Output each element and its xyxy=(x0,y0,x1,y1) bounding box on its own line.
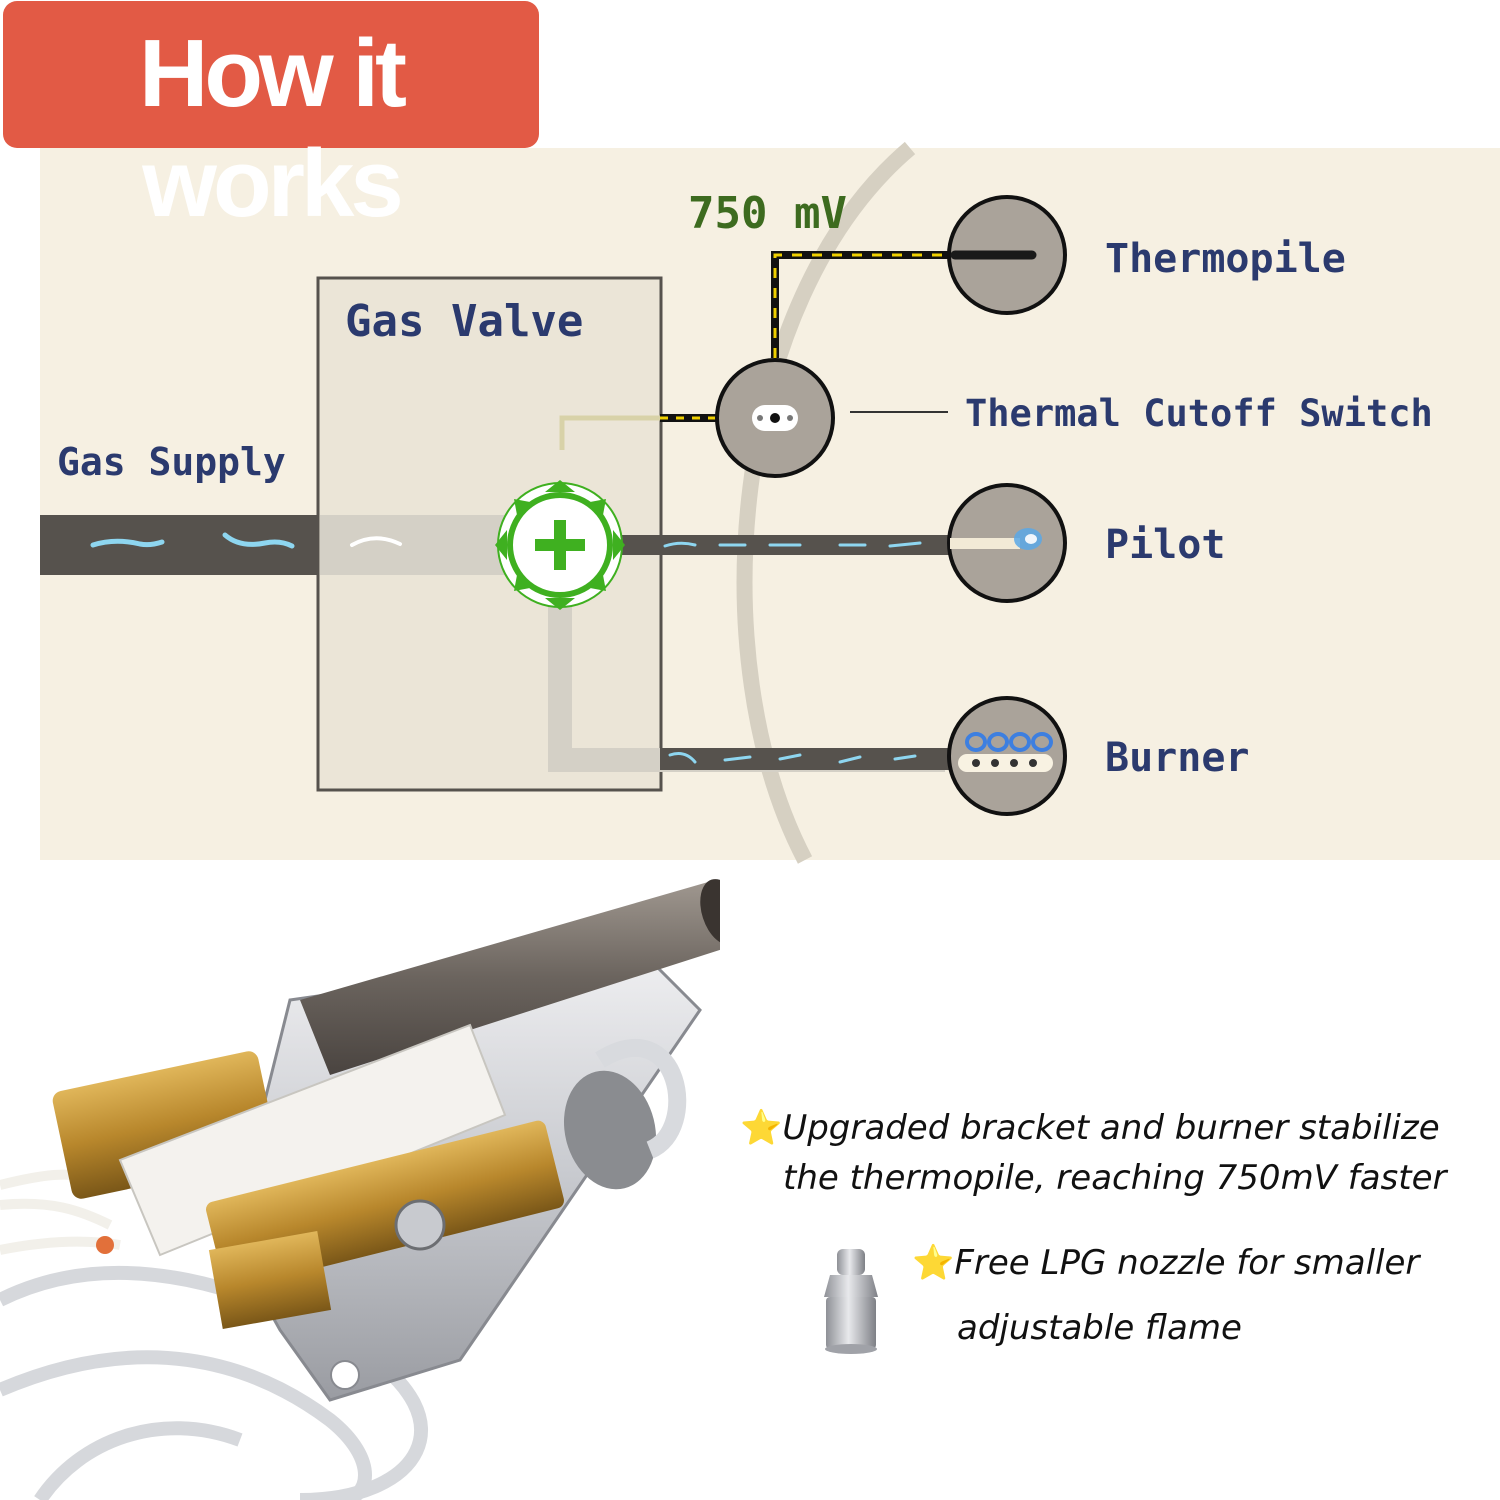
star-icon: ⭐ xyxy=(912,1243,955,1283)
gas-supply-label: Gas Supply xyxy=(57,440,286,484)
gas-flow-burner xyxy=(668,752,917,764)
gas-valve-thermo-channel xyxy=(559,415,660,450)
thermal-cutoff-switch-label: Thermal Cutoff Switch xyxy=(965,392,1433,435)
pilot-label: Pilot xyxy=(1105,522,1226,568)
feature-1: ⭐Upgraded bracket and burner stabilize xyxy=(740,1103,1440,1153)
pilot-hood xyxy=(595,1038,687,1159)
mount-screw xyxy=(394,1199,446,1251)
feature-1-line1: Upgraded bracket and burner stabilize xyxy=(782,1108,1440,1148)
burner-bar xyxy=(958,754,1053,772)
lpg-nozzle-image xyxy=(824,1249,878,1354)
gas-flow-inner xyxy=(350,536,402,547)
header-badge: How it works xyxy=(3,1,539,237)
feature-2-line2: adjustable flame xyxy=(957,1308,1242,1348)
pilot-tube xyxy=(950,538,1020,549)
gas-supply-pipe xyxy=(40,515,320,575)
star-icon: ⭐ xyxy=(740,1108,783,1148)
thermopile-rod xyxy=(300,880,720,1075)
gas-flow-supply xyxy=(90,532,295,549)
gas-valve-inner-pipe xyxy=(320,515,510,575)
burner-flames-icon xyxy=(965,732,1053,752)
gas-flow-pilot xyxy=(663,541,922,548)
valve-control-icon xyxy=(495,480,625,610)
feature-2-line1: Free LPG nozzle for smaller xyxy=(954,1243,1420,1283)
feature-2: ⭐Free LPG nozzle for smaller xyxy=(912,1238,1419,1288)
voltage-label: 750 mV xyxy=(688,188,847,239)
page-title: How it works xyxy=(139,20,407,237)
ceramic-igniter xyxy=(118,1023,507,1257)
thermopile-flow-diagram xyxy=(40,141,1500,864)
burner-pipe xyxy=(660,748,950,770)
feature-2-second-line: adjustable flame xyxy=(957,1303,1242,1353)
feature-1-second-line: the thermopile, reaching 750mV faster xyxy=(783,1153,1447,1203)
gas-valve-label: Gas Valve xyxy=(345,296,584,347)
feature-1-line2: the thermopile, reaching 750mV faster xyxy=(783,1158,1447,1198)
burner-label: Burner xyxy=(1105,735,1250,781)
product-photo xyxy=(0,879,720,1500)
switch-icon xyxy=(752,405,798,431)
thermopile-label: Thermopile xyxy=(1105,236,1346,282)
